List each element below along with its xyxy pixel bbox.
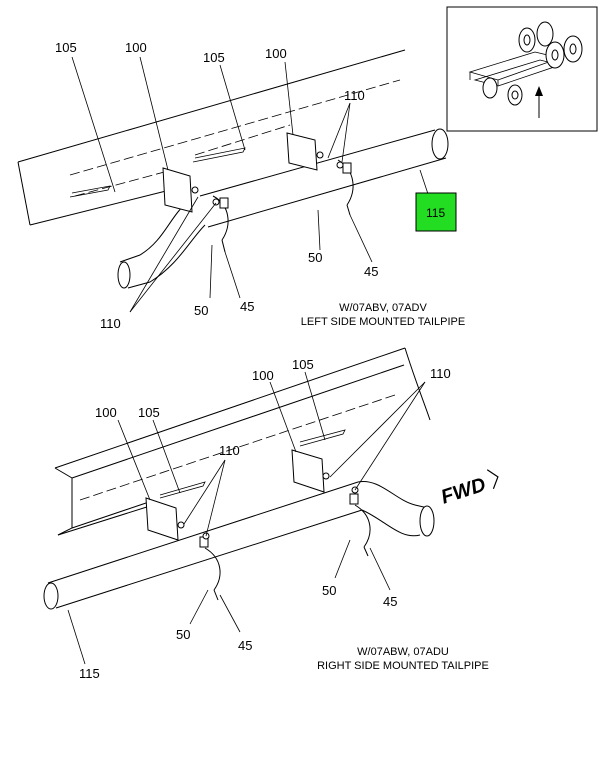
callout-100[interactable]: 100 bbox=[95, 405, 117, 420]
callout-100[interactable]: 100 bbox=[125, 40, 147, 55]
callout-50[interactable]: 50 bbox=[194, 303, 208, 318]
callout-50[interactable]: 50 bbox=[176, 627, 190, 642]
callout-100[interactable]: 100 bbox=[265, 46, 287, 61]
truck-chassis-thumbnail bbox=[468, 21, 583, 106]
bottom-view-caption-title: RIGHT SIDE MOUNTED TAILPIPE bbox=[317, 660, 489, 672]
top-view-assembly: 105 100 105 100 110 115 50 45 110 50 45 … bbox=[17, 40, 465, 331]
callout-115[interactable]: 115 bbox=[426, 206, 445, 220]
callout-110[interactable]: 110 bbox=[344, 88, 365, 103]
callout-100[interactable]: 100 bbox=[252, 368, 274, 383]
callout-115[interactable]: 115 bbox=[79, 666, 100, 681]
svg-text:FWD: FWD bbox=[438, 474, 488, 509]
callout-110[interactable]: 110 bbox=[100, 316, 121, 331]
top-view-caption-codes: W/07ABV, 07ADV bbox=[339, 302, 427, 314]
callout-105[interactable]: 105 bbox=[138, 405, 160, 420]
clamp-right bbox=[316, 151, 354, 216]
clamp-left bbox=[191, 186, 229, 253]
part-115-highlight[interactable] bbox=[415, 192, 457, 232]
callout-50[interactable]: 50 bbox=[308, 250, 322, 265]
bottom-view-caption-codes: W/07ABW, 07ADU bbox=[357, 646, 449, 658]
callout-50[interactable]: 50 bbox=[322, 583, 336, 598]
callout-105[interactable]: 105 bbox=[55, 40, 77, 55]
callout-45[interactable]: 45 bbox=[240, 299, 254, 314]
callout-45[interactable]: 45 bbox=[383, 594, 397, 609]
top-view-caption-title: LEFT SIDE MOUNTED TAILPIPE bbox=[301, 316, 465, 328]
clamp-right bbox=[322, 472, 371, 557]
forward-arrow-icon bbox=[535, 86, 543, 118]
callout-105[interactable]: 105 bbox=[203, 50, 225, 65]
truck-locator-inset bbox=[446, 6, 598, 132]
callout-105[interactable]: 105 bbox=[292, 357, 314, 372]
callout-110[interactable]: 110 bbox=[219, 443, 240, 458]
bottom-view-assembly: FWD 100 105 100 105 110 110 50 45 50 45 … bbox=[43, 347, 499, 681]
callout-45[interactable]: 45 bbox=[364, 264, 378, 279]
callout-45[interactable]: 45 bbox=[238, 638, 252, 653]
callout-110[interactable]: 110 bbox=[430, 366, 451, 381]
forward-direction-label: FWD bbox=[438, 469, 499, 509]
